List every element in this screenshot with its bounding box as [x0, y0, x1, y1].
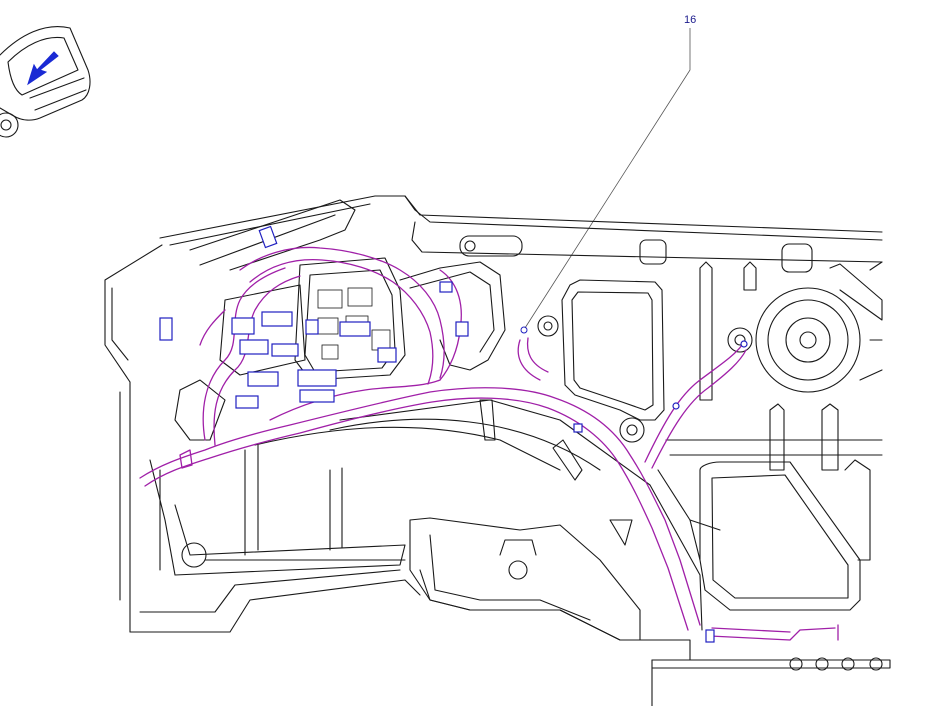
- callout-16: 16: [520, 14, 696, 334]
- right-structure: [459, 235, 883, 611]
- wiring-harness: [139, 246, 839, 641]
- callout-16-label: 16: [684, 14, 696, 26]
- arrow-down-left-icon: [27, 51, 59, 86]
- lower-rail: [149, 399, 703, 631]
- connectors: [159, 225, 748, 643]
- fuse-box: [174, 257, 506, 441]
- car-rear-locator-icon: [0, 26, 91, 138]
- body-panel-outline: [104, 195, 891, 706]
- lower-bracket: [409, 399, 641, 641]
